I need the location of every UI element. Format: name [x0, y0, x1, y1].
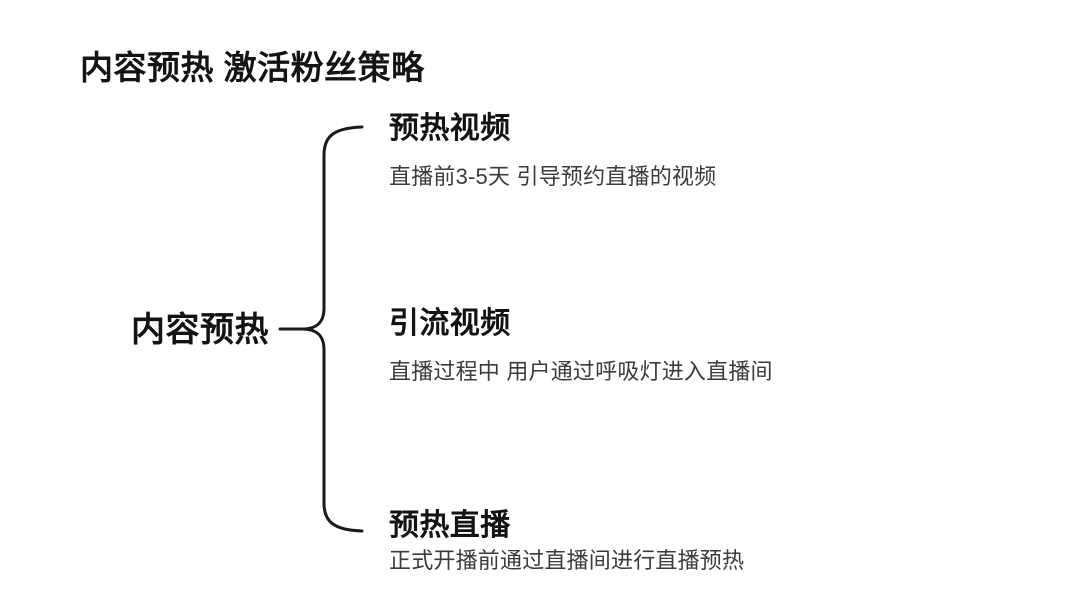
brace-connector	[270, 100, 380, 550]
branch-item-1: 预热视频 直播前3-5天 引导预约直播的视频	[389, 110, 716, 192]
branch-description-2: 直播过程中 用户通过呼吸灯进入直播间	[389, 359, 773, 384]
brace-upper-arm-icon	[300, 125, 364, 331]
brace-icon	[278, 125, 364, 533]
brace-lower-arm-icon	[300, 327, 364, 533]
branch-item-2: 引流视频 直播过程中 用户通过呼吸灯进入直播间	[389, 305, 773, 387]
branch-title-3: 预热直播	[389, 509, 511, 542]
branch-description-1: 直播前3-5天 引导预约直播的视频	[389, 164, 717, 189]
branch-title-1: 预热视频	[389, 112, 511, 145]
page-title: 内容预热 激活粉丝策略	[80, 49, 425, 86]
branch-title-2: 引流视频	[389, 307, 511, 340]
branch-description-3: 正式开播前通过直播间进行直播预热	[389, 548, 745, 573]
root-node-label: 内容预热	[131, 311, 269, 349]
branch-item-3: 预热直播 正式开播前通过直播间进行直播预热	[389, 507, 744, 576]
